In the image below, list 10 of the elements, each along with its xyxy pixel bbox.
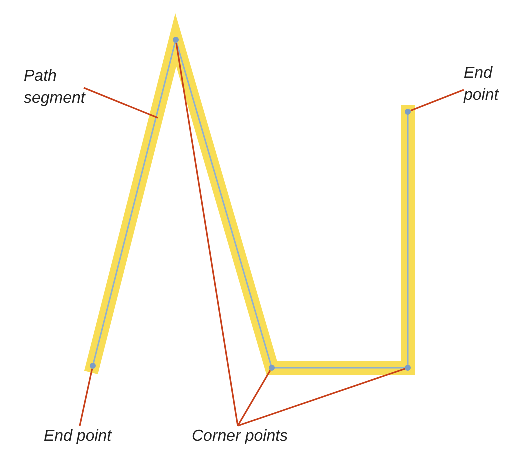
leader-line — [176, 42, 239, 426]
leader-line — [238, 368, 406, 427]
leader-line — [79, 368, 94, 426]
callout-label: Path segment — [24, 67, 87, 109]
leader-line — [237, 370, 272, 426]
callout-label: End point — [44, 427, 114, 447]
callout-label: Corner points — [192, 427, 290, 447]
callout-label: End point — [464, 64, 500, 106]
leader-line — [410, 89, 464, 112]
leader-line — [84, 87, 158, 119]
